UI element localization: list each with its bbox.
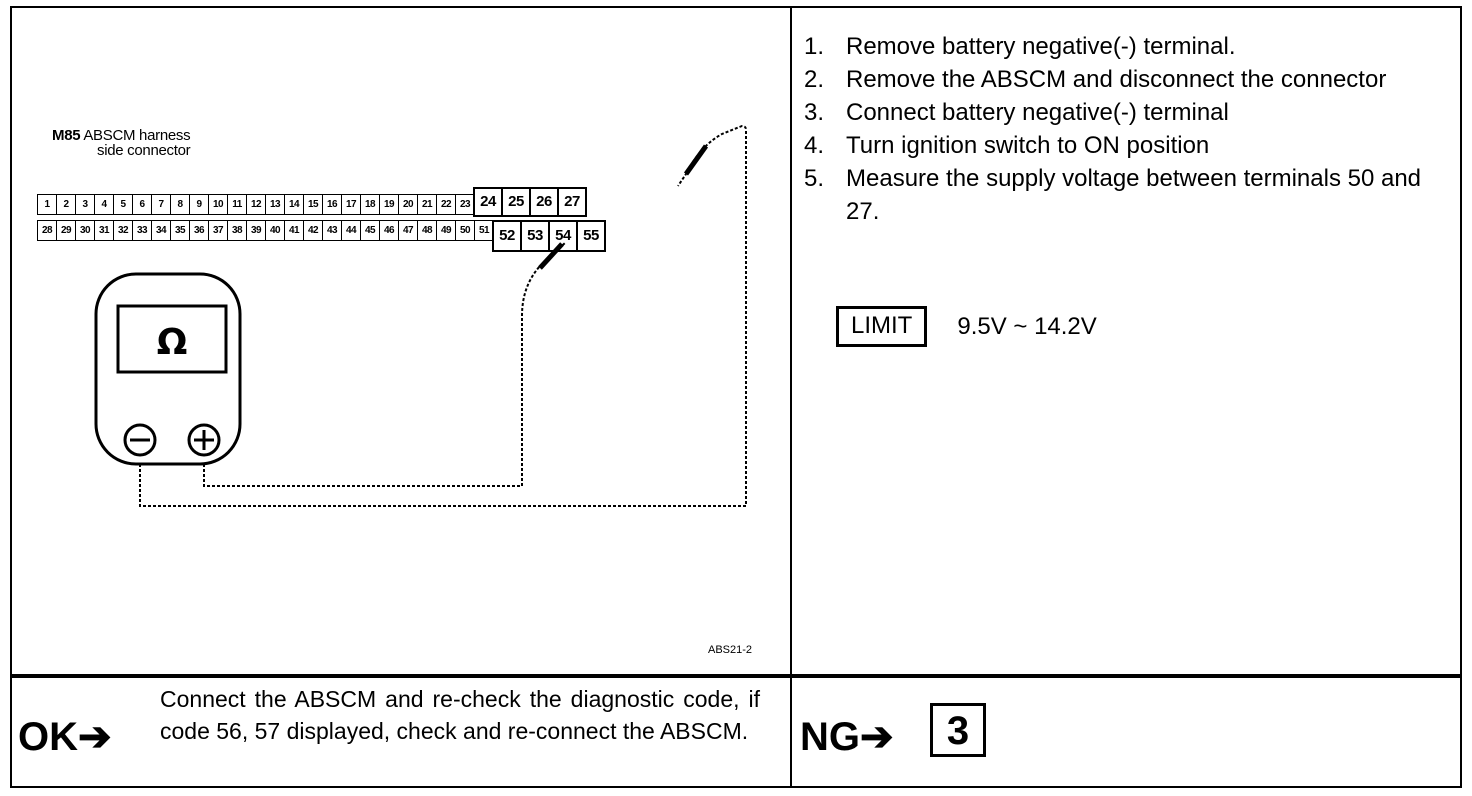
- connector-pin: 28: [37, 220, 57, 241]
- procedure-step: 1. Remove battery negative(-) terminal.: [804, 30, 1444, 63]
- step-text: Remove the ABSCM and disconnect the conn…: [846, 66, 1387, 93]
- ohm-symbol-icon: Ω: [157, 322, 188, 363]
- figure-id: ABS21-2: [708, 644, 753, 656]
- column-divider: [790, 8, 792, 786]
- procedure-step: 3. Connect battery negative(-) terminal: [804, 96, 1444, 129]
- connector-pin: 21: [417, 194, 437, 215]
- step-text: Turn ignition switch to ON position: [846, 132, 1210, 159]
- step-number: 2.: [804, 66, 825, 93]
- limit-label: LIMIT: [836, 306, 928, 347]
- connector-pin: 18: [360, 194, 380, 215]
- step-number: 3.: [804, 99, 825, 126]
- multimeter-display: [116, 304, 228, 374]
- connector-pin: 25: [501, 187, 531, 217]
- connector-pin: 24: [473, 187, 503, 217]
- row-divider: [12, 674, 1460, 678]
- connector-title-line1: ABSCM harness: [83, 127, 191, 144]
- connector-pin: 6: [132, 194, 152, 215]
- connector-pin: 55: [576, 220, 606, 252]
- connector-pin: 15: [303, 194, 323, 215]
- ng-label: NG➔: [800, 715, 894, 759]
- connector-pin: 37: [208, 220, 228, 241]
- connector-id: M85: [52, 127, 81, 144]
- step-text: Measure the supply voltage between termi…: [846, 165, 1422, 225]
- procedure-sheet: [10, 6, 1462, 788]
- connector-pin: 30: [75, 220, 95, 241]
- connector-pin: 52: [492, 220, 522, 252]
- procedure-step: 2. Remove the ABSCM and disconnect the co…: [804, 63, 1444, 96]
- procedure-step: 5. Measure the supply voltage between ter…: [804, 162, 1444, 228]
- ng-next-step: 3: [930, 703, 986, 757]
- connector-pin: 39: [246, 220, 266, 241]
- step-number: 5.: [804, 165, 825, 192]
- connector-pin: 11: [227, 194, 247, 215]
- connector-pin: 4: [94, 194, 114, 215]
- connector-title: M85 ABSCM harness side connector: [52, 127, 191, 159]
- step-number: 1.: [804, 33, 825, 60]
- limit-value: 9.5V ~ 14.2V: [957, 312, 1097, 340]
- procedure-step: 4. Turn ignition switch to ON position: [804, 129, 1444, 162]
- limit-spec: LIMIT 9.5V ~ 14.2V: [836, 306, 1097, 347]
- step-text: Connect battery negative(-) terminal: [846, 99, 1229, 126]
- ok-instruction: Connect the ABSCM and re-check the diagn…: [160, 686, 760, 744]
- procedure-steps: 1. Remove battery negative(-) terminal. 2.…: [804, 30, 1444, 228]
- connector-pin: 54: [548, 220, 578, 252]
- connector-pin: 27: [557, 187, 587, 217]
- negative-test-lead: [203, 241, 567, 487]
- ok-label: OK➔: [18, 715, 112, 759]
- probe-tip-27: [683, 144, 709, 176]
- connector-pin: 3: [75, 194, 95, 215]
- step-text: Remove battery negative(-) terminal.: [846, 33, 1236, 60]
- multimeter-illustration: Ω: [94, 124, 747, 507]
- probe-tip-50: [538, 242, 564, 270]
- step-number: 4.: [804, 132, 825, 159]
- connector-title-line2: side connector: [97, 142, 191, 159]
